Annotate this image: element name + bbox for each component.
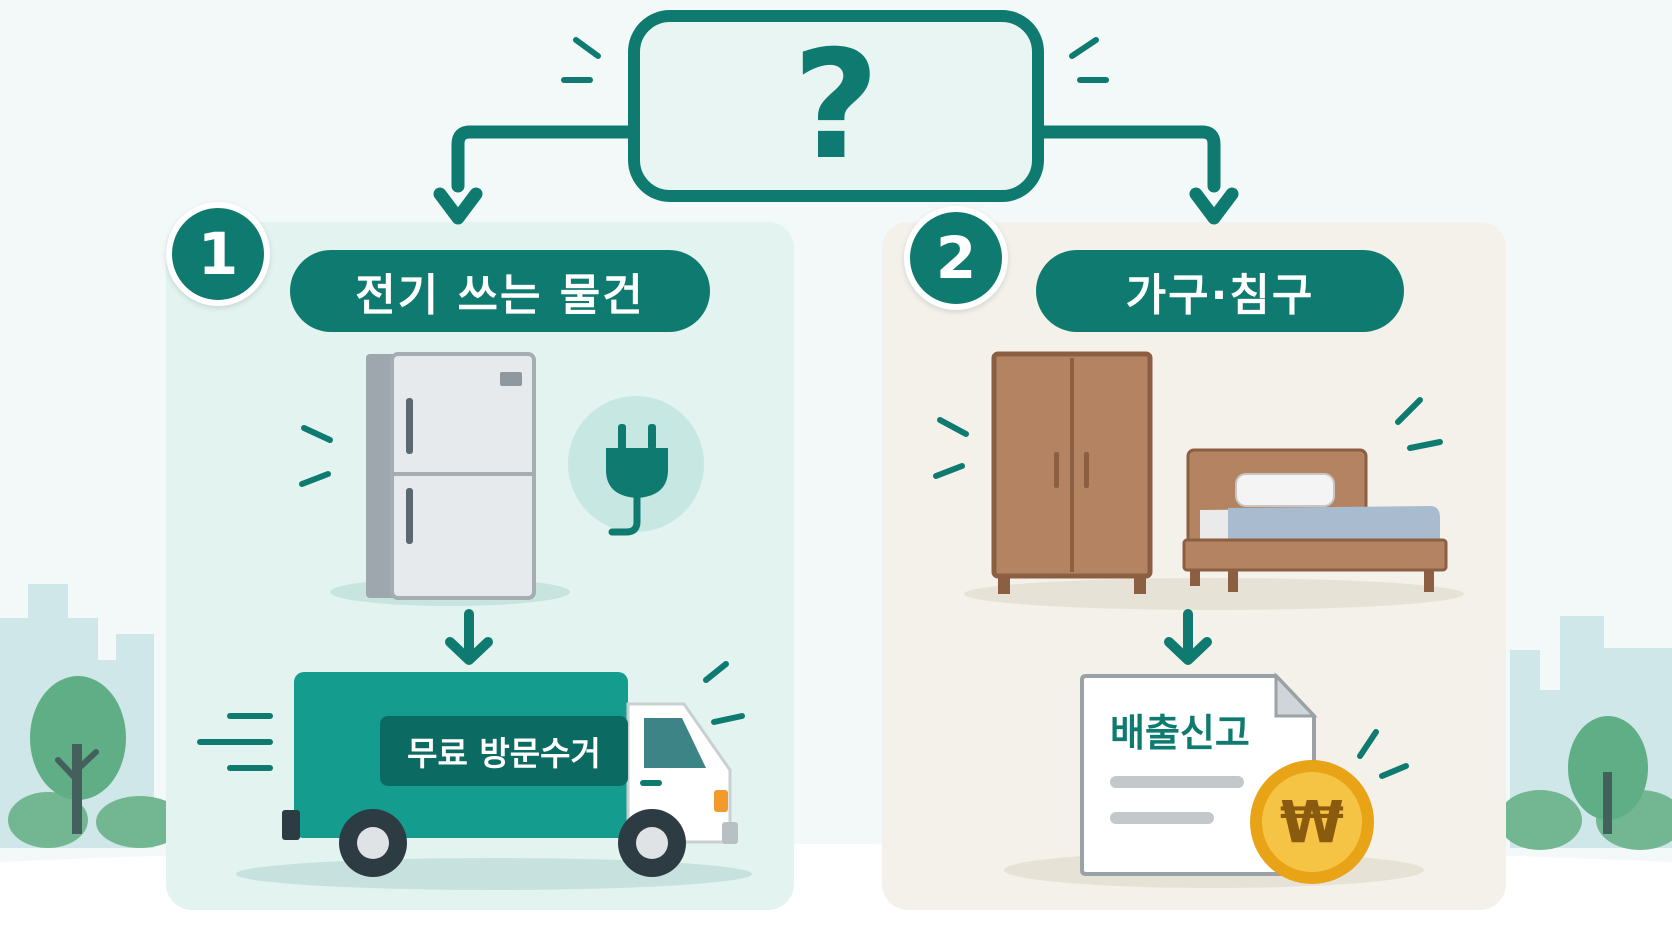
- connector-left: [451, 125, 641, 193]
- arrow-head-left: [433, 187, 483, 225]
- bed-icon: [1182, 448, 1448, 592]
- connector-right: [1031, 125, 1221, 193]
- arrow-head-right: [1189, 187, 1239, 225]
- plug-icon: [568, 396, 704, 536]
- option-1-label: 전기 쓰는 물건: [290, 250, 710, 332]
- refrigerator-icon: [366, 352, 536, 600]
- fridge-burst-lines: [299, 425, 333, 487]
- burst-lines: [1357, 729, 1409, 779]
- won-symbol: ₩: [1280, 788, 1344, 856]
- option-2-label: 가구·침구: [1036, 250, 1404, 332]
- tree-icon: [8, 676, 184, 848]
- document-title: 배출신고: [1110, 711, 1250, 755]
- wardrobe-icon: [991, 351, 1153, 594]
- burst-lines: [933, 397, 1443, 479]
- down-arrow-icon: [1164, 609, 1212, 665]
- tree-icon: [1498, 716, 1672, 850]
- question-box: [628, 10, 1044, 202]
- question-burst-lines: [561, 37, 1109, 83]
- option-1-badge: 1: [166, 202, 270, 306]
- question-icon: ?: [792, 19, 880, 193]
- down-arrow-icon: [445, 609, 493, 665]
- won-coin-icon: [1250, 760, 1374, 884]
- truck-label: 무료 방문수거: [380, 716, 628, 786]
- option-2-badge: 2: [904, 206, 1008, 310]
